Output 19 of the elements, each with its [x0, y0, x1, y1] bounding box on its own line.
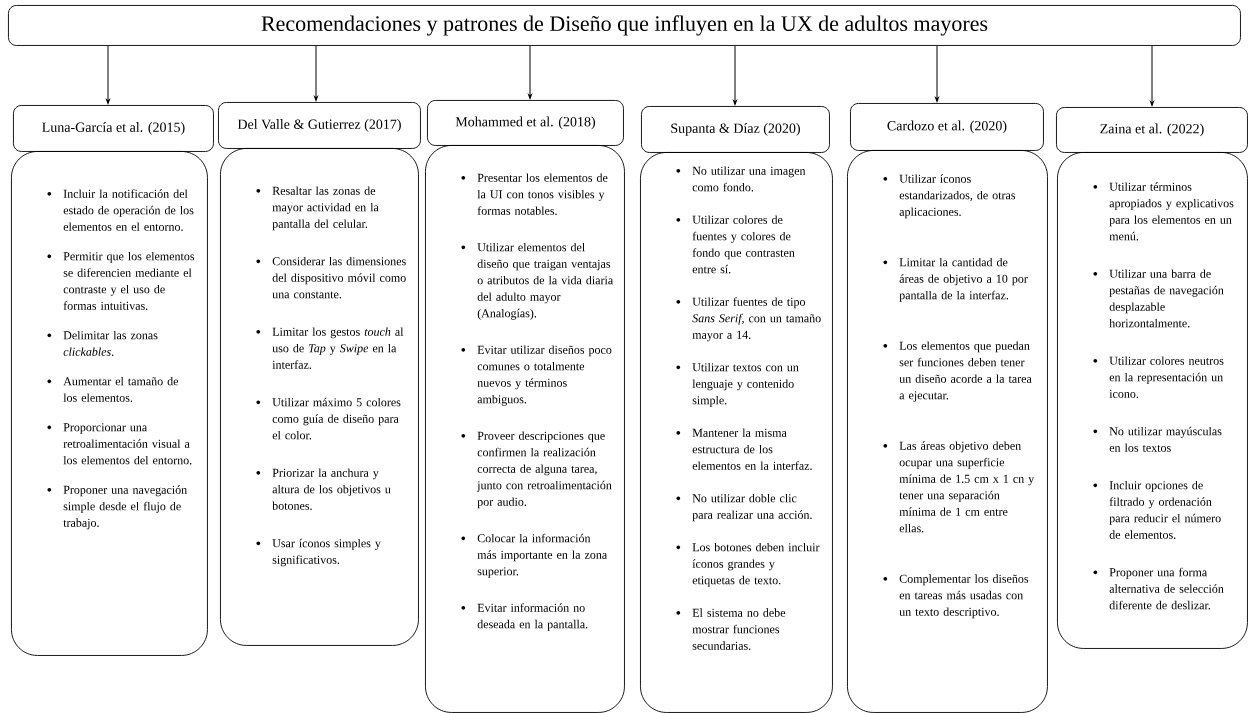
arrow: [1150, 45, 1154, 106]
author-box: Mohammed et al. (2018): [427, 100, 624, 146]
recommendations-box: Presentar los elementos de la UI con tonos visibles y formas notables. Utilizar elementos del diseño que traigan ventajas o atributos de la vida diaria del adulto mayor (Analogías). Evitar utilizar diseños poco comunes o totalmente nuevos y términos ambiguos. Proveer descripciones que confirmen la realización correcta de alguna tarea, junto con retroalimentación por audio. Colocar la información más importante en la zona superior. Evitar información no deseada en la pantalla.: [425, 145, 625, 713]
arrow: [528, 45, 532, 99]
recommendations-box: Incluir la notificación del estado de operación de los elementos en el entorno. Permitir que los elementos se diferencien mediante el contraste y el uso de formas intuitivas. Delimitar las zonas clickables. Aumentar el tamaño de los elementos. Proporcionar una retroalimentación visual a los elementos del entorno. Proponer una navegación simple desde el flujo de trabajo.: [11, 151, 208, 656]
arrow: [733, 45, 737, 105]
recommendations-box: Resaltar las zonas de mayor actividad en la pantalla del celular. Considerar las dimensiones del dispositivo móvil como una constante. Limitar los gestos touch al uso de Tap y Swipe en la interfaz. Utilizar máximo 5 colores como guía de diseño para el color. Priorizar la anchura y altura de los objetivos u botones. Usar íconos simples y significativos.: [220, 148, 419, 646]
author-box: Supanta & Díaz (2020): [641, 106, 830, 153]
author-box: Zaina et al. (2022): [1056, 107, 1248, 153]
title-box: Recomendaciones y patrones de Diseño que influyen en la UX de adultos mayores: [8, 5, 1241, 46]
recommendations-box: No utilizar una imagen como fondo. Utilizar colores de fuentes y colores de fondo que contrasten entre sí. Utilizar fuentes de tipo Sans Serif, con un tamaño mayor a 14. Utilizar textos con un lenguaje y contenido simple. Mantener la misma estructura de los elementos en la interfaz. No utilizar doble clic para realizar una acción. Los botones deben incluir íconos grandes y etiquetas de texto. El sistema no debe mostrar funciones secundarias.: [640, 152, 833, 713]
arrow: [935, 45, 939, 102]
author-box: Del Valle & Gutierrez (2017): [218, 102, 421, 149]
recommendations-box: Utilizar íconos estandarizados, de otras aplicaciones. Limitar la cantidad de áreas de objetivo a 10 por pantalla de la interfaz. Los elementos que puedan ser funciones deben tener un diseño acorde a la tarea a ejecutar. Las áreas objetivo deben ocupar una superficie mínima de 1.5 cm x 1 cn y tener una separación mínima de 1 cm entre ellas. Complementar los diseños en tareas más usadas con un texto descriptivo.: [847, 150, 1048, 713]
author-box: Cardozo et al. (2020): [850, 103, 1044, 151]
author-box: Luna-García et al. (2015): [13, 105, 214, 152]
recommendations-box: Utilizar términos apropiados y explicativos para los elementos en un menú. Utilizar una barra de pestañas de navegación desplazable horizontalmente. Utilizar colores neutros en la representación un icono. No utilizar mayúsculas en los textos Incluir opciones de filtrado y ordenación para reducir el número de elementos. Proponer una forma alternativa de selección diferente de deslizar.: [1057, 152, 1248, 649]
arrow: [314, 45, 318, 101]
arrow: [106, 45, 110, 104]
